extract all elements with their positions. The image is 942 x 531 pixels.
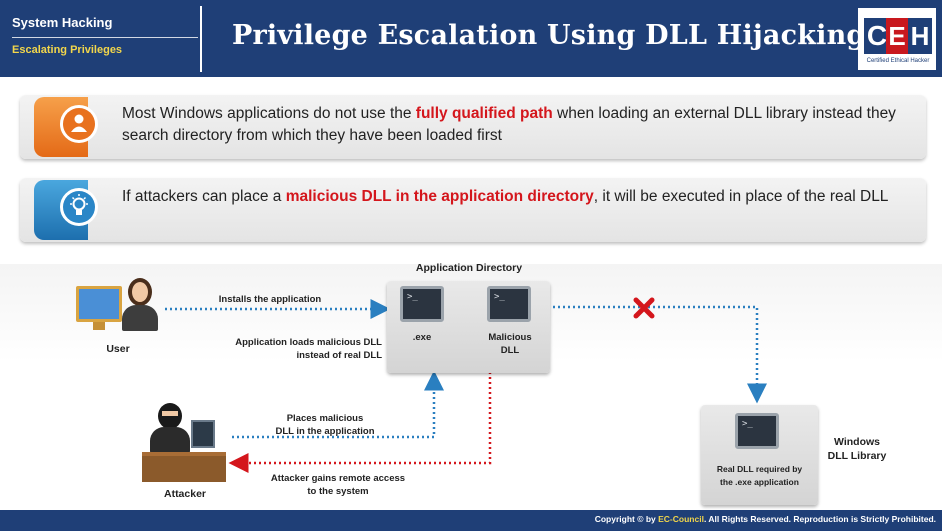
remote-label-2: to the system bbox=[307, 486, 369, 497]
malicious-label-1: Malicious bbox=[488, 332, 532, 343]
real-dll-label-1: Real DLL required by bbox=[716, 464, 803, 474]
logo-letter-e: E bbox=[886, 18, 908, 54]
remote-access-arrow bbox=[228, 372, 492, 473]
user-monitor-stand bbox=[93, 322, 105, 330]
bullet-text-pre: If attackers can place a bbox=[122, 188, 286, 205]
user-icon bbox=[63, 108, 95, 140]
to-windows-arrow bbox=[553, 305, 767, 404]
bullet-text: If attackers can place a malicious DLL i… bbox=[122, 186, 912, 208]
attacker-label: Attacker bbox=[163, 488, 207, 500]
real-dll-terminal-icon: >_ bbox=[735, 413, 779, 449]
attacker-desk bbox=[142, 452, 226, 482]
banner-icon-badge bbox=[60, 188, 98, 226]
exe-terminal-icon: >_ bbox=[400, 286, 444, 322]
real-dll-label-2: the .exe application bbox=[720, 477, 799, 487]
attacker-mask bbox=[162, 411, 178, 416]
user-avatar-icon bbox=[128, 278, 152, 306]
loads-label-1: Application loads malicious DLL bbox=[235, 337, 382, 348]
bullet-banner: If attackers can place a malicious DLL i… bbox=[20, 178, 926, 242]
places-label-1: Places malicious bbox=[286, 413, 364, 424]
user-body bbox=[122, 305, 158, 331]
windows-label-1: Windows bbox=[834, 436, 880, 448]
submodule-name: Escalating Privileges bbox=[12, 44, 123, 56]
user-label: User bbox=[106, 343, 130, 355]
bullet-highlight: malicious DLL in the application directo… bbox=[285, 188, 594, 205]
blocked-x-icon bbox=[633, 297, 655, 319]
copyright-text: Copyright © by EC-Council. All Rights Re… bbox=[595, 514, 936, 524]
module-divider bbox=[12, 37, 198, 38]
windows-label-2: DLL Library bbox=[827, 450, 887, 462]
bullet-text: Most Windows applications do not use the… bbox=[122, 103, 912, 147]
installs-label: Installs the application bbox=[218, 294, 322, 305]
places-dll-arrow bbox=[232, 370, 444, 439]
banner-icon-badge bbox=[60, 105, 98, 143]
page-title: Privilege Escalation Using DLL Hijacking bbox=[232, 20, 866, 51]
ceh-logo: C E H Certified Ethical Hacker bbox=[858, 8, 936, 70]
header-bar: System Hacking Escalating Privileges Pri… bbox=[0, 0, 942, 77]
bullet-text-post: , it will be executed in place of the re… bbox=[593, 188, 889, 205]
loads-label-2: instead of real DLL bbox=[296, 350, 382, 361]
attacker-body bbox=[150, 427, 190, 453]
logo-subtitle: Certified Ethical Hacker bbox=[866, 58, 930, 64]
module-name: System Hacking bbox=[12, 15, 113, 30]
remote-label-1: Attacker gains remote access bbox=[270, 473, 406, 484]
copyright-brand: EC-Council bbox=[658, 514, 704, 524]
places-label-2: DLL in the application bbox=[275, 426, 375, 437]
bullet-banner: Most Windows applications do not use the… bbox=[20, 95, 926, 159]
bullet-text-pre: Most Windows applications do not use the bbox=[122, 105, 416, 122]
bullet-text-post: when loading an external DLL library ins… bbox=[122, 105, 896, 144]
module-info: System Hacking Escalating Privileges bbox=[6, 6, 202, 72]
attacker-avatar-icon bbox=[158, 403, 182, 429]
lightbulb-icon bbox=[63, 191, 95, 223]
app-directory-title: Application Directory bbox=[415, 262, 523, 274]
user-monitor-icon bbox=[76, 286, 122, 322]
footer-bar: Copyright © by EC-Council. All Rights Re… bbox=[0, 510, 942, 531]
bullet-highlight: fully qualified path bbox=[415, 105, 553, 122]
malicious-label-2: DLL bbox=[500, 345, 520, 356]
logo-letter-c: C bbox=[864, 18, 890, 54]
copyright-pre: Copyright © by bbox=[594, 514, 659, 524]
logo-letter-h: H bbox=[908, 18, 932, 54]
exe-label: .exe bbox=[412, 332, 432, 343]
attacker-monitor-icon bbox=[191, 420, 215, 448]
copyright-post: . All Rights Reserved. Reproduction is S… bbox=[703, 514, 936, 524]
malicious-dll-terminal-icon: >_ bbox=[487, 286, 531, 322]
